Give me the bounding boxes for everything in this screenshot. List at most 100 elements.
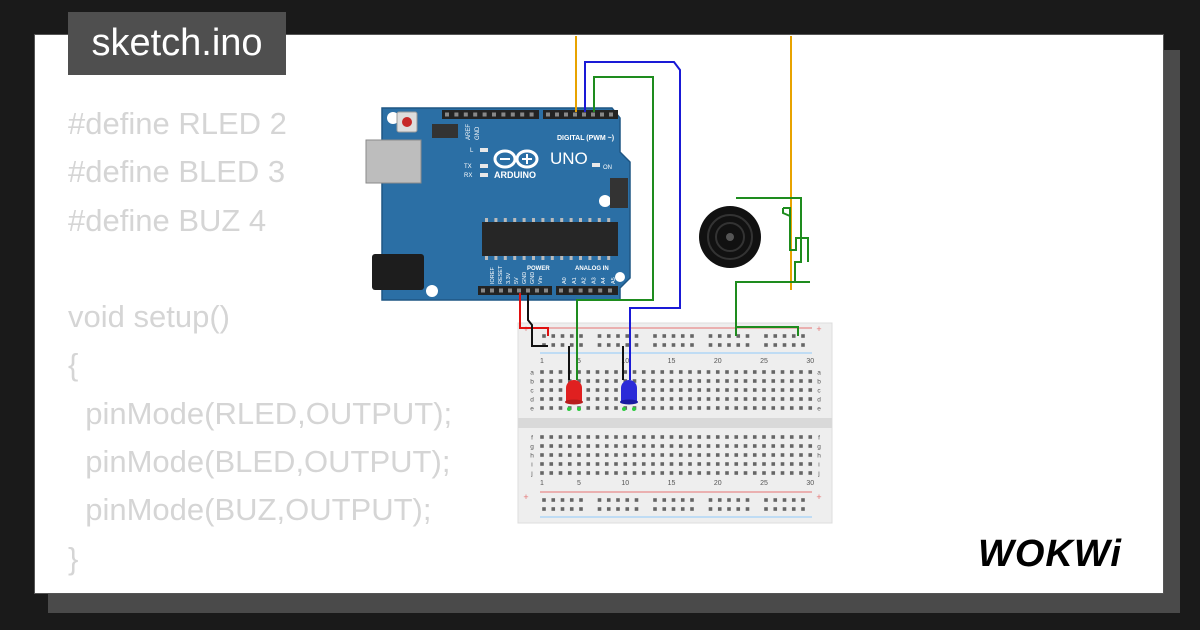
header-pin — [445, 112, 449, 117]
icsp-header-right — [610, 178, 628, 208]
analog-label: ANALOG IN — [575, 266, 609, 272]
breadboard-hole — [715, 444, 720, 448]
breadboard-hole — [632, 462, 637, 466]
analog-pin-label: A3 — [591, 277, 597, 284]
chip-pin — [569, 218, 573, 222]
rail-hole — [736, 334, 741, 338]
breadboard-hole — [540, 388, 544, 392]
breadboard-hole — [706, 388, 711, 392]
breadboard-hole — [762, 370, 766, 374]
row-letter: e — [817, 406, 821, 413]
rail-hole — [727, 334, 731, 338]
rail-hole — [653, 334, 657, 338]
rail-hole — [671, 498, 676, 502]
breadboard-hole — [660, 379, 665, 383]
breadboard-hole — [799, 388, 803, 392]
header-pin — [578, 288, 583, 293]
rail-hole — [625, 507, 630, 511]
led-red[interactable] — [565, 380, 583, 411]
rail-hole — [680, 498, 685, 502]
breadboard-hole — [558, 444, 563, 448]
rail-symbol: + — [523, 492, 528, 502]
breadboard-hole — [725, 406, 729, 410]
aref-label: AREF — [466, 124, 472, 140]
row-letter: g — [530, 444, 534, 451]
breadboard-hole — [688, 453, 692, 457]
header-pin — [517, 288, 521, 293]
breadboard-hole — [734, 444, 739, 448]
rail-hole — [560, 507, 565, 511]
rail-hole — [569, 343, 574, 347]
chip-pin — [569, 256, 573, 260]
rail-hole — [736, 343, 741, 347]
rail-hole — [717, 498, 722, 502]
power-pin-label: Vin — [538, 276, 544, 284]
rail-hole — [773, 334, 778, 338]
breadboard-hole — [771, 370, 776, 374]
header-pin — [510, 112, 515, 117]
breadboard-hole — [660, 444, 665, 448]
breadboard-hole — [549, 444, 554, 448]
chip-pin — [607, 218, 611, 222]
header-pin — [492, 112, 496, 117]
column-number: 20 — [714, 358, 722, 365]
rail-hole — [606, 343, 611, 347]
arduino-brand-label: ARDUINO — [494, 170, 536, 180]
breadboard-hole — [549, 471, 554, 475]
code-line: { — [68, 347, 79, 383]
breadboard-hole — [595, 406, 600, 410]
rail-hole — [745, 507, 750, 511]
breadboard-hole — [808, 435, 813, 439]
chip-pin — [597, 218, 601, 222]
breadboard-hole — [678, 406, 683, 410]
breadboard-hole — [632, 370, 637, 374]
breadboard-hole — [688, 406, 692, 410]
breadboard-hole — [558, 453, 563, 457]
breadboard-hole — [752, 471, 757, 475]
power-pin-label: RESET — [498, 265, 504, 284]
wire-green — [736, 326, 799, 336]
buzzer[interactable] — [699, 206, 761, 268]
power-pin-label: 3.3V — [506, 272, 512, 284]
breadboard-hole — [595, 435, 600, 439]
column-number: 5 — [577, 358, 581, 365]
rail-hole — [606, 334, 611, 338]
breadboard-hole — [549, 388, 554, 392]
file-tab[interactable]: sketch.ino — [68, 12, 286, 75]
breadboard-hole — [771, 453, 776, 457]
led-blue[interactable] — [620, 380, 638, 411]
header-pins — [445, 112, 613, 117]
mounting-hole — [615, 272, 625, 282]
arduino-uno[interactable]: AREF GND DIGITAL (PWM ~) UNO ARDUINO L T… — [365, 107, 631, 301]
l-led — [480, 148, 488, 152]
digital-header — [543, 110, 618, 119]
breadboard-hole — [752, 397, 757, 401]
header-pin — [608, 288, 612, 293]
breadboard-hole — [669, 388, 674, 392]
breadboard-hole — [762, 453, 766, 457]
header-pin — [481, 288, 485, 293]
breadboard-hole — [577, 444, 581, 448]
wokwi-logo: WOKWi — [978, 533, 1121, 575]
breadboard-hole — [595, 379, 600, 383]
icsp-header — [432, 124, 458, 138]
column-number: 15 — [668, 480, 676, 487]
rail-hole — [662, 507, 667, 511]
breadboard-hole — [789, 370, 794, 374]
breadboard-hole — [743, 471, 748, 475]
breadboard-hole — [669, 462, 674, 466]
breadboard-hole — [641, 444, 646, 448]
breadboard-hole — [789, 435, 794, 439]
breadboard-hole — [780, 397, 785, 401]
row-letter: h — [530, 453, 534, 460]
rail-hole — [680, 507, 685, 511]
wire-red — [519, 293, 549, 336]
rail-hole — [579, 507, 583, 511]
breadboard-hole — [697, 370, 702, 374]
breadboard-hole — [808, 453, 813, 457]
breadboard-hole — [567, 379, 572, 383]
breadboard-hole — [762, 462, 766, 466]
breadboard-hole — [595, 453, 600, 457]
breadboard-hole — [660, 370, 665, 374]
